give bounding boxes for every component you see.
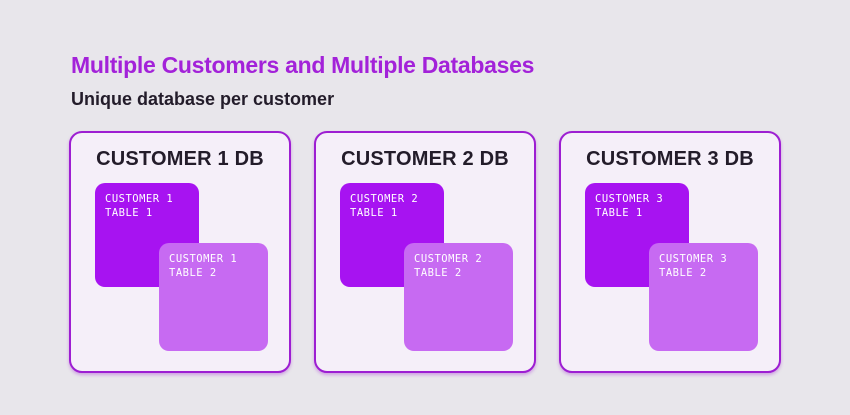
card-title: CUSTOMER 3 DB bbox=[586, 148, 754, 170]
page-subtitle: Unique database per customer bbox=[71, 89, 335, 109]
table-label-line2: TABLE 2 bbox=[659, 267, 707, 280]
page-title: Multiple Customers and Multiple Database… bbox=[71, 52, 535, 78]
customer-db-cards-row: CUSTOMER 1 DB CUSTOMER 1 TABLE 1 CUSTOME… bbox=[69, 131, 781, 373]
table-label-line1: CUSTOMER 1 bbox=[169, 253, 238, 265]
card-title: CUSTOMER 2 DB bbox=[341, 148, 509, 170]
table-label-line2: TABLE 2 bbox=[169, 267, 217, 280]
table-label-line2: TABLE 1 bbox=[595, 207, 643, 220]
table-label-line1: CUSTOMER 2 bbox=[414, 253, 483, 265]
table-label-line1: CUSTOMER 3 bbox=[595, 193, 664, 205]
customer-1-table-2-box: CUSTOMER 1 TABLE 2 bbox=[159, 243, 268, 351]
customer-3-db-card: CUSTOMER 3 DB CUSTOMER 3 TABLE 1 CUSTOME… bbox=[559, 131, 781, 373]
table-label-line2: TABLE 2 bbox=[414, 267, 462, 280]
customer-1-table-1-box: CUSTOMER 1 TABLE 1 bbox=[95, 183, 199, 287]
table-label-line2: TABLE 1 bbox=[350, 207, 398, 220]
customer-3-table-2-box: CUSTOMER 3 TABLE 2 bbox=[649, 243, 758, 351]
customer-2-table-2-box: CUSTOMER 2 TABLE 2 bbox=[404, 243, 513, 351]
table-label-line2: TABLE 1 bbox=[105, 207, 153, 220]
table-label-line1: CUSTOMER 2 bbox=[350, 193, 419, 205]
card-title: CUSTOMER 1 DB bbox=[96, 148, 264, 170]
table-label-line1: CUSTOMER 1 bbox=[105, 193, 174, 205]
customer-1-db-card: CUSTOMER 1 DB CUSTOMER 1 TABLE 1 CUSTOME… bbox=[69, 131, 291, 373]
customer-2-db-card: CUSTOMER 2 DB CUSTOMER 2 TABLE 1 CUSTOME… bbox=[314, 131, 536, 373]
table-label-line1: CUSTOMER 3 bbox=[659, 253, 728, 265]
